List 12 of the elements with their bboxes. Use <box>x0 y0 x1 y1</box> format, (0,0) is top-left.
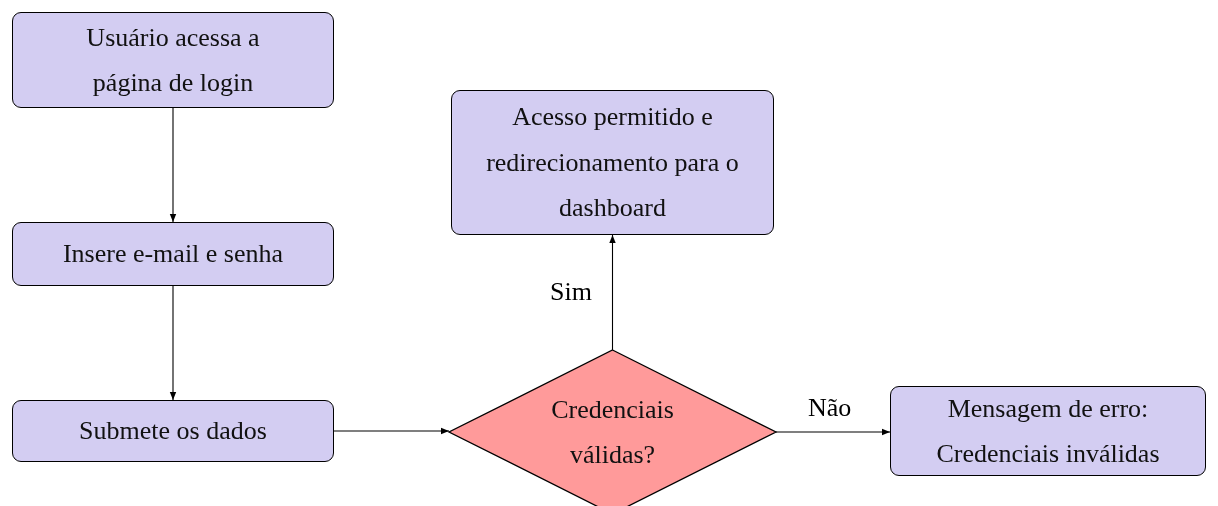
process-box: Submete os dados <box>12 400 334 462</box>
arrow <box>775 428 891 436</box>
process-box: Insere e-mail e senha <box>12 222 334 286</box>
arrow <box>169 107 177 223</box>
arrow <box>333 427 450 435</box>
decision-text: Credenciais válidas? <box>550 393 675 471</box>
decision-diamond <box>449 350 776 506</box>
arrow <box>169 285 177 401</box>
process-box: Mensagem de erro: Credenciais inválidas <box>890 386 1206 476</box>
process-box: Acesso permitido e redirecionamento para o dashboard <box>451 90 774 235</box>
arrow <box>609 234 616 351</box>
process-box: Usuário acessa a página de login <box>12 12 334 108</box>
